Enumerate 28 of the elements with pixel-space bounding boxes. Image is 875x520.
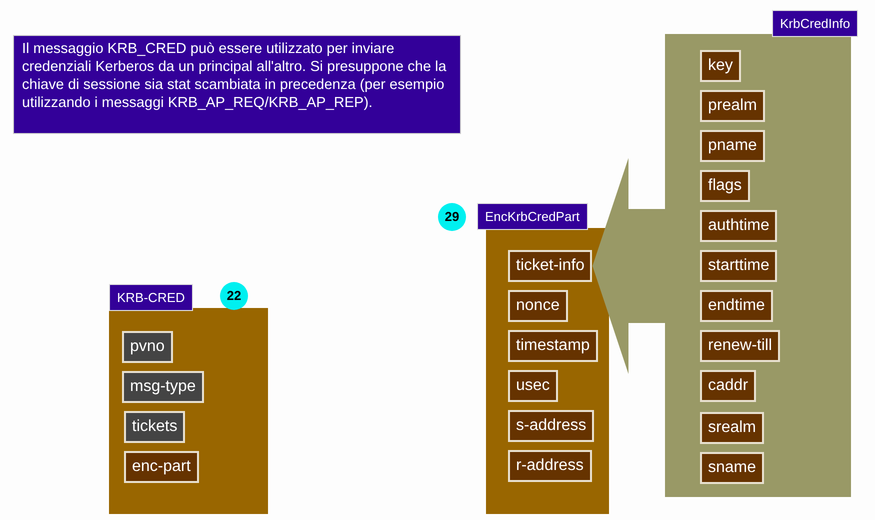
field-box: starttime [700,250,778,282]
field-box: srealm [700,412,764,444]
field-box: flags [700,170,750,202]
field-box: pname [700,130,765,162]
field-box: endtime [700,290,773,322]
field-box: authtime [700,210,778,242]
field-box: msg-type [122,371,204,403]
field-box: r-address [508,450,592,482]
field-box: usec [508,370,558,402]
field-box: key [700,50,741,82]
field-box: s-address [508,410,594,442]
field-box: prealm [700,90,765,122]
field-box: renew-till [700,330,780,362]
number-badge: 22 [220,282,248,310]
structure-title: KrbCredInfo [772,10,858,37]
block-arrow [592,158,665,374]
field-box: timestamp [508,330,598,362]
field-box: enc-part [124,451,199,483]
number-badge: 29 [438,203,466,231]
structure-title: KRB-CRED [109,284,193,311]
field-box: caddr [700,370,756,402]
note-box: Il messaggio KRB_CRED può essere utilizzato per inviare credenziali Kerberos da un principal all'altro. Si presuppone che la chiave di sessione sia stat scambiata in precedenza (per esempio utilizzando i messaggi KRB_AP_REQ/KRB_AP_REP). [13,35,461,134]
field-box: tickets [124,411,186,443]
structure-title: EncKrbCredPart [477,203,588,230]
field-box: pvno [122,331,173,363]
field-box: ticket-info [508,250,592,282]
field-box: sname [700,452,764,484]
field-box: nonce [508,290,568,322]
